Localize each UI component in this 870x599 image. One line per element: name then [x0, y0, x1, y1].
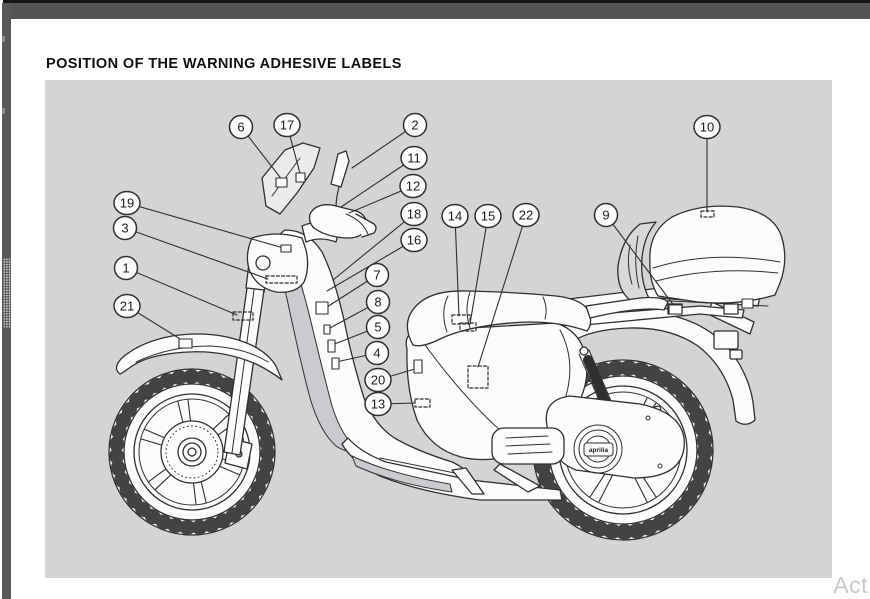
front-fender: [115, 333, 283, 381]
callout-number: 7: [373, 268, 380, 283]
sticker-labels: [178, 172, 754, 374]
headlight-cluster: [246, 233, 309, 293]
seat: [406, 290, 669, 347]
callout-number: 4: [373, 346, 380, 361]
scrollbar-grip[interactable]: [3, 258, 11, 328]
callout-11: 11: [400, 145, 428, 171]
callout-number: 15: [481, 209, 495, 224]
sticker-label: [331, 357, 340, 370]
mirror: [330, 150, 350, 209]
callout-number: 3: [121, 221, 128, 236]
callout-2: 2: [402, 112, 428, 138]
page-title: POSITION OF THE WARNING ADHESIVE LABELS: [46, 55, 402, 72]
watermark-text: Act: [833, 572, 868, 598]
scooter-warning-labels-figure: aprilia 12345678910111213141516171819202…: [108, 112, 786, 541]
sticker-label: [295, 172, 306, 183]
sticker-label: [741, 298, 754, 309]
sticker-label: [178, 338, 193, 349]
window-top-bar: [3, 3, 870, 19]
callout-21: 21: [113, 293, 141, 319]
callout-number: 17: [280, 118, 294, 133]
sticker-label: [315, 301, 329, 315]
callout-3: 3: [112, 215, 138, 241]
top-border: [3, 0, 870, 3]
callout-12: 12: [399, 173, 427, 199]
track-tick: [2, 108, 5, 114]
callout-number: 16: [407, 233, 421, 248]
callout-14: 14: [441, 203, 469, 229]
callout-22: 22: [512, 202, 540, 228]
callout-1: 1: [113, 255, 139, 281]
callout-number: 19: [120, 196, 134, 211]
callout-20: 20: [364, 367, 392, 393]
muffler-guard: [491, 427, 565, 493]
tail-lights: [713, 330, 743, 360]
callout-number: 20: [371, 373, 385, 388]
callout-number: 18: [407, 207, 421, 222]
sticker-label: [327, 339, 336, 353]
sticker-label: [275, 177, 288, 188]
callout-number: 11: [407, 151, 421, 166]
callout-number: 10: [700, 120, 714, 135]
left-scrollbar-track: [2, 3, 11, 599]
dashed-label-outline: [467, 365, 489, 389]
callout-number: 8: [374, 295, 381, 310]
dashed-label-outline: [265, 275, 298, 284]
callout-number: 5: [374, 320, 381, 335]
center-stand: [451, 467, 485, 495]
callout-17: 17: [273, 112, 301, 138]
callout-number: 2: [411, 118, 418, 133]
brand-badge: aprilia: [589, 447, 609, 454]
callout-number: 21: [120, 299, 134, 314]
windshield: [261, 142, 321, 215]
callout-13: 13: [364, 391, 392, 417]
callout-8: 8: [365, 289, 391, 315]
callout-number: 6: [237, 120, 244, 135]
dashed-label-outline: [232, 311, 254, 321]
track-tick: [2, 36, 5, 42]
callout-16: 16: [400, 227, 428, 253]
callout-number: 14: [448, 209, 462, 224]
callout-18: 18: [400, 201, 428, 227]
dashed-label-outline: [459, 322, 477, 332]
dashed-label-outline: [451, 314, 471, 325]
callout-6: 6: [228, 114, 254, 140]
callout-5: 5: [365, 314, 391, 340]
sticker-label: [280, 244, 292, 253]
sticker-label: [323, 324, 331, 335]
callout-15: 15: [474, 203, 502, 229]
sticker-label: [413, 359, 423, 374]
callout-19: 19: [113, 190, 141, 216]
callout-10: 10: [693, 114, 721, 140]
callout-number: 1: [122, 261, 129, 276]
dashed-label-outline: [414, 398, 431, 408]
callout-number: 9: [602, 208, 609, 223]
callout-9: 9: [593, 202, 619, 228]
callout-4: 4: [364, 340, 390, 366]
engine: aprilia: [545, 395, 685, 479]
callout-number: 13: [371, 397, 385, 412]
sticker-label: [668, 304, 683, 315]
callout-number: 12: [406, 179, 420, 194]
dashed-label-positions: [232, 210, 715, 408]
handlebar: [301, 204, 377, 243]
leader-lines: [124, 124, 708, 405]
callout-number: 22: [519, 208, 533, 223]
callout-7: 7: [364, 262, 390, 288]
dashed-label-outline: [700, 210, 715, 218]
